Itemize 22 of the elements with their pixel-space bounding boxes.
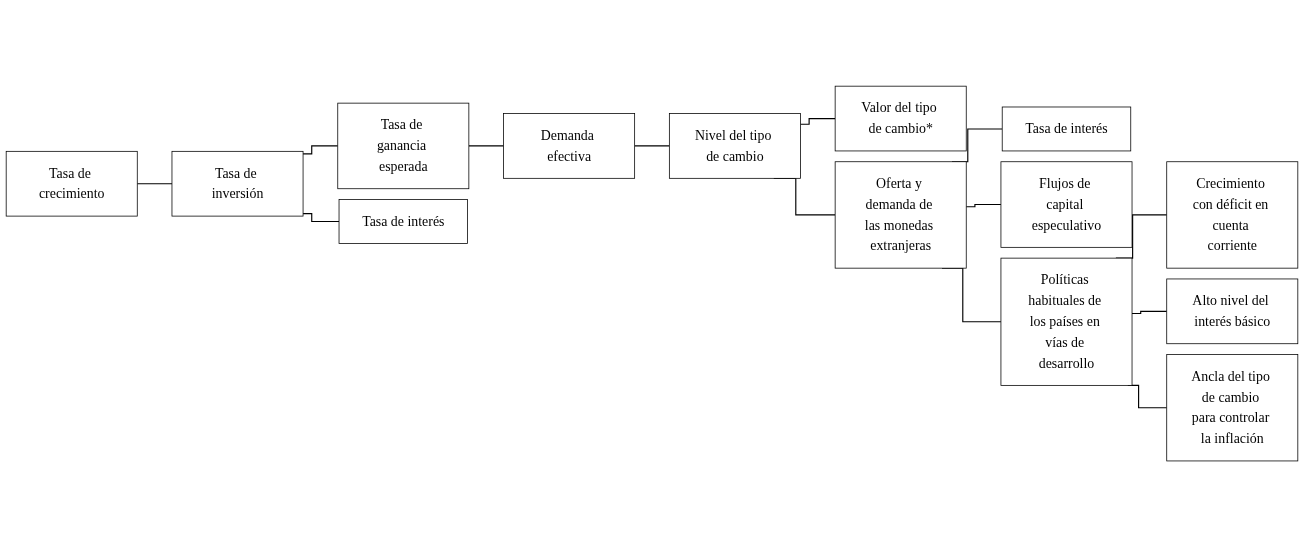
node-box: Tasa de ganancia esperada — [337, 103, 470, 190]
node-box: Oferta y demanda de las monedas extranjeras — [834, 161, 967, 269]
node-box: Demanda efectiva — [503, 113, 636, 180]
node-box: Políticas habituales de los países en vías de desarrollo — [1000, 258, 1133, 387]
node-box: Crecimiento con déficit en cuenta corriente — [1166, 161, 1299, 269]
node-box: Valor del tipo de cambio* — [834, 86, 967, 152]
connector — [1131, 311, 1168, 315]
connector — [634, 145, 670, 147]
node-box: Nivel del tipo de cambio — [668, 113, 801, 180]
connector — [799, 118, 836, 126]
node-box: Tasa de interés — [1001, 107, 1132, 152]
node-box: Ancla del tipo de cambio para controlar la inflación — [1166, 354, 1299, 462]
connector — [302, 145, 339, 155]
connector — [302, 213, 340, 223]
node-box: Flujos de capital especulativo — [1000, 161, 1133, 249]
node-box: Tasa de inversión — [171, 151, 304, 217]
node-box: Tasa de interés — [338, 199, 468, 245]
connector — [136, 183, 173, 185]
connector — [965, 204, 1002, 208]
node-box: Alto nivel del interés básico — [1166, 279, 1299, 345]
node-box: Tasa de crecimiento — [5, 151, 138, 217]
connector — [468, 145, 505, 147]
